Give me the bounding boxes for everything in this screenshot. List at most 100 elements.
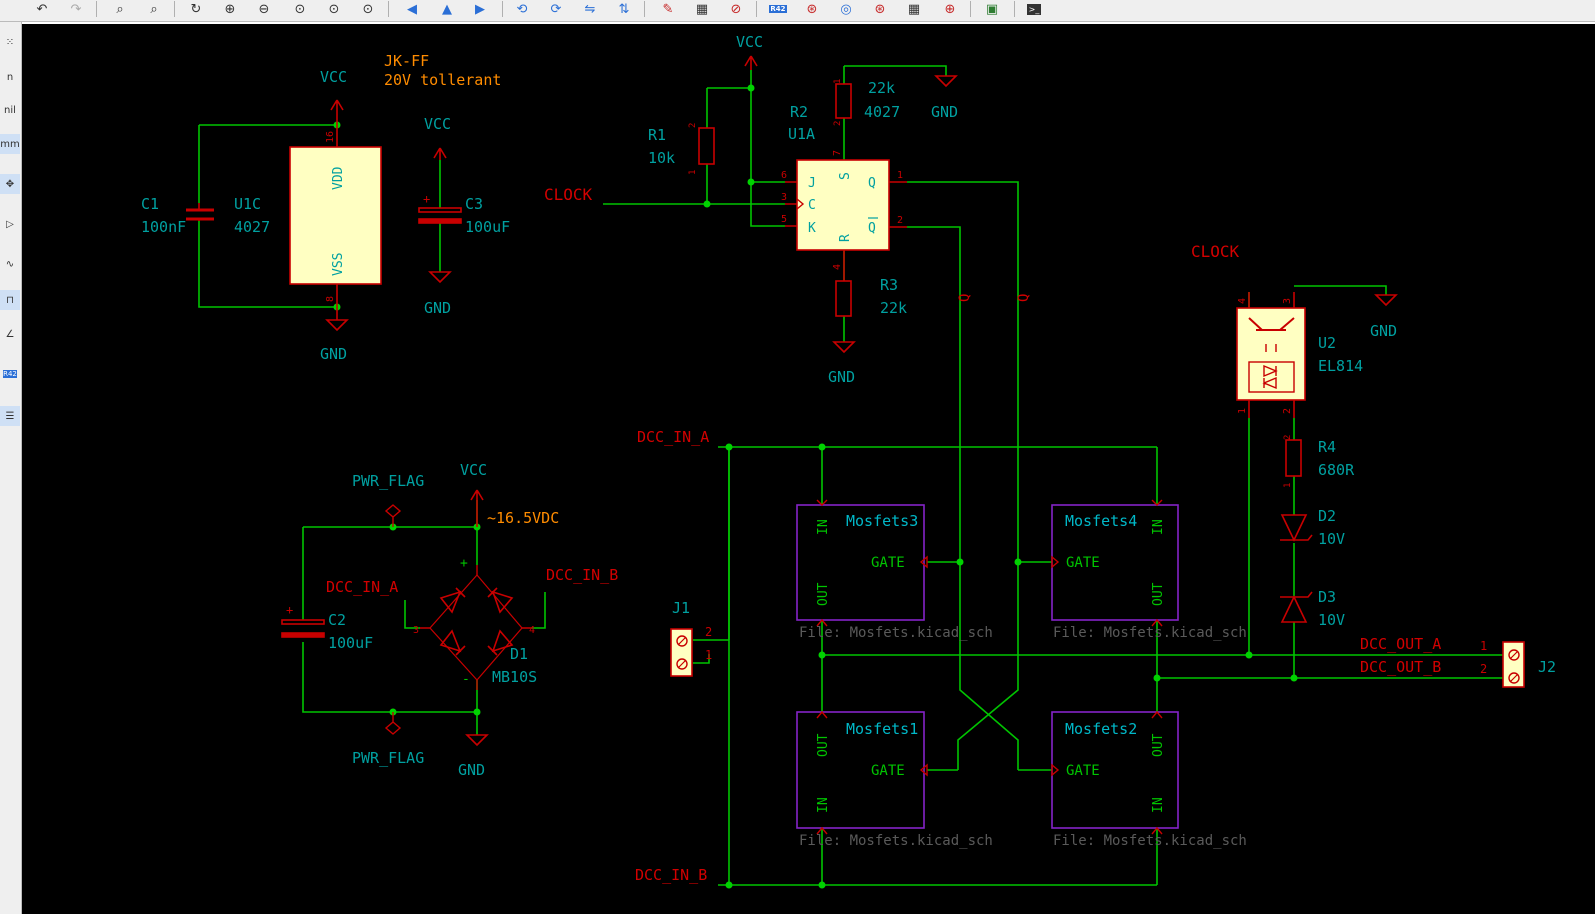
symbol-browser-icon[interactable]: ▦ xyxy=(695,1,709,17)
svg-text:2: 2 xyxy=(1283,435,1293,440)
sheet-mosfets4[interactable]: Mosfets4 IN OUT GATE File: Mosfets.kicad… xyxy=(1051,499,1247,641)
svg-text:+: + xyxy=(460,556,468,571)
angle-mode-icon[interactable]: ∠ xyxy=(5,328,15,340)
rotate-cw-icon[interactable]: ⟳ xyxy=(550,1,562,17)
pcb-icon[interactable]: ▣ xyxy=(985,1,999,17)
svg-text:2: 2 xyxy=(705,625,712,639)
d3-value: 10V xyxy=(1318,611,1345,629)
svg-text:IN: IN xyxy=(1151,519,1166,535)
zoom-selection-icon[interactable]: ⊙ xyxy=(328,1,340,17)
u2-symbol[interactable]: U2 EL814 4 3 1 2 GND xyxy=(1236,292,1398,418)
r3-symbol[interactable]: R3 22k GND xyxy=(828,262,907,386)
zoom-out-icon[interactable]: ⊖ xyxy=(258,1,270,17)
d3-symbol[interactable]: D3 10V xyxy=(1280,588,1345,629)
field-editor-icon[interactable]: ⊛ xyxy=(874,1,886,17)
svg-text:2: 2 xyxy=(833,121,843,126)
svg-text:OUT: OUT xyxy=(816,582,831,606)
svg-text:File: Mosfets.kicad_sch: File: Mosfets.kicad_sch xyxy=(799,833,993,849)
d3-ref: D3 xyxy=(1318,588,1336,606)
undo-icon[interactable]: ↶ xyxy=(36,1,48,17)
find-icon[interactable]: ⌕ xyxy=(116,1,124,17)
r1-symbol[interactable]: VCC R1 10k 2 1 xyxy=(648,33,763,175)
u1a-body xyxy=(796,159,890,251)
units-mil-button[interactable]: nil xyxy=(4,104,16,116)
zoom-fit-icon[interactable]: ⊙ xyxy=(294,1,306,17)
find-replace-icon[interactable]: ⌕ xyxy=(150,1,158,17)
svg-text:GATE: GATE xyxy=(1066,763,1100,779)
svg-text:OUT: OUT xyxy=(1151,733,1166,757)
gnd-power-symbol xyxy=(325,307,349,332)
c2-symbol[interactable]: + C2 100uF xyxy=(281,603,373,652)
nav-forward-icon[interactable]: ▶ xyxy=(475,1,485,17)
nav-back-icon[interactable]: ◀ xyxy=(407,1,417,17)
svg-text:Mosfets2: Mosfets2 xyxy=(1065,720,1137,738)
svg-text:GATE: GATE xyxy=(871,555,905,571)
redo-icon[interactable]: ↷ xyxy=(70,1,82,17)
scripting-console-icon[interactable]: >_ xyxy=(1026,3,1042,15)
svg-text:VCC: VCC xyxy=(460,461,487,479)
units-mm-button[interactable]: mm xyxy=(0,134,20,154)
mirror-h-icon[interactable]: ⇅ xyxy=(618,1,630,17)
netlist-icon[interactable]: ⊕ xyxy=(944,1,956,17)
hierarchy-navigator-icon[interactable]: ☰ xyxy=(0,406,20,426)
u1c-pin16: 16 xyxy=(325,131,336,143)
c3-symbol[interactable]: VCC + C3 100uF GND xyxy=(418,115,510,317)
svg-text:+: + xyxy=(286,603,293,617)
j1-ref: J1 xyxy=(672,599,690,617)
r4-symbol[interactable]: R4 680R 2 1 xyxy=(1283,435,1355,488)
r2-symbol[interactable]: 22k R2 4027 GND 1 2 xyxy=(790,75,958,126)
nav-up-icon[interactable]: ▲ xyxy=(442,1,452,17)
d1-bridge-rectifier[interactable]: + - 3 4 D1 MB10S xyxy=(413,556,537,690)
svg-text:1: 1 xyxy=(705,648,712,662)
u1a-symbol[interactable]: U1A J C K S R Q Q 6 3 5 7 4 1 2 xyxy=(781,125,907,270)
j1-connector[interactable]: J1 2 1 xyxy=(670,599,712,677)
units-inch-button[interactable]: n xyxy=(6,71,14,83)
svg-text:Mosfets4: Mosfets4 xyxy=(1065,512,1137,530)
grid-toggle-icon[interactable]: ⁙ xyxy=(5,36,15,48)
jkff-note-line1: JK-FF xyxy=(384,52,429,70)
refresh-icon[interactable]: ↻ xyxy=(190,1,202,17)
u2-gnd-label: GND xyxy=(1370,322,1397,340)
symbol-editor-icon[interactable]: ✎ xyxy=(662,1,674,17)
mirror-v-icon[interactable]: ⇋ xyxy=(584,1,596,17)
r3-gnd-label: GND xyxy=(828,368,855,386)
svg-text:1: 1 xyxy=(1480,639,1487,653)
zoom-objects-icon[interactable]: ⊙ xyxy=(362,1,374,17)
hidden-pins-icon[interactable]: ▷ xyxy=(6,218,14,230)
annotation-icon[interactable]: R42 xyxy=(3,370,17,378)
cursor-select-icon[interactable]: ✥ xyxy=(0,174,20,194)
r4-ref: R4 xyxy=(1318,438,1336,456)
svg-text:1: 1 xyxy=(833,79,843,84)
rotate-ccw-icon[interactable]: ⟲ xyxy=(516,1,528,17)
bus-mode-icon[interactable]: ⊓ xyxy=(0,290,20,310)
svg-text:3: 3 xyxy=(1282,298,1293,304)
simulator-icon[interactable]: ◎ xyxy=(840,1,852,17)
zoom-in-icon[interactable]: ⊕ xyxy=(224,1,236,17)
svg-text:7: 7 xyxy=(832,150,843,156)
sheet-mosfets3[interactable]: Mosfets3 IN OUT GATE File: Mosfets.kicad… xyxy=(796,499,993,641)
d2-symbol[interactable]: D2 10V xyxy=(1280,507,1345,548)
c3-vcc-label: VCC xyxy=(424,115,451,133)
pwr-flag-top[interactable]: PWR_FLAG xyxy=(352,472,424,527)
sheet-mosfets1[interactable]: Mosfets1 OUT IN GATE File: Mosfets.kicad… xyxy=(796,710,993,849)
gnd-bridge[interactable]: GND xyxy=(458,734,489,779)
u1c-symbol[interactable]: VCC VDD VSS 16 8 U1C 4027 GND xyxy=(234,68,382,363)
annotate-icon[interactable]: R42 xyxy=(768,0,788,18)
net-label-q: Q xyxy=(1016,294,1032,302)
erc-icon[interactable]: ⊛ xyxy=(806,1,818,17)
vcc-bridge[interactable]: VCC ~16.5VDC xyxy=(460,461,559,527)
j2-connector[interactable]: DCC_OUT_A DCC_OUT_B 1 2 J2 xyxy=(1360,635,1556,688)
c3-plus: + xyxy=(423,192,430,206)
c3-ref: C3 xyxy=(465,195,483,213)
u1c-pin-vdd: VDD xyxy=(331,166,346,190)
net-label-dcc-in-b: DCC_IN_B xyxy=(635,866,707,884)
bom-icon[interactable]: ▦ xyxy=(907,1,921,17)
pwr-flag-bottom[interactable]: PWR_FLAG xyxy=(352,712,424,767)
wire-mode-icon[interactable]: ∿ xyxy=(5,258,15,270)
sheet-mosfets2[interactable]: Mosfets2 OUT IN GATE File: Mosfets.kicad… xyxy=(1051,710,1247,849)
svg-text:IN: IN xyxy=(1151,797,1166,813)
footprint-assign-icon[interactable]: ⊘ xyxy=(730,1,742,17)
c1-symbol[interactable]: C1 100nF xyxy=(141,195,214,236)
schematic-canvas[interactable]: JK-FF 20V tollerant VCC VDD VSS 16 8 U1C… xyxy=(22,22,1595,914)
schematic-drawing: JK-FF 20V tollerant VCC VDD VSS 16 8 U1C… xyxy=(141,33,1556,889)
